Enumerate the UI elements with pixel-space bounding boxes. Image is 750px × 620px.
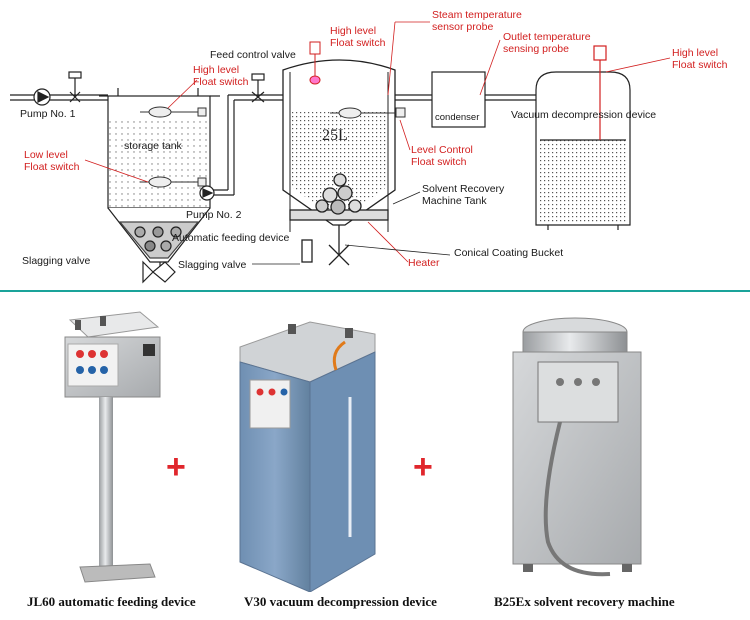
storage-float-top [140,106,207,118]
recovery-float [330,107,406,119]
caption-jl60: JL60 automatic feeding device [27,594,196,609]
label-recovery-b: Machine Tank [422,195,487,207]
label-outlet-a: Outlet temperature [503,31,591,43]
label-recovery-a: Solvent Recovery [422,183,505,195]
label-conical-coating-bucket: Conical Coating Bucket [454,247,563,259]
label-high-level-3a: High level [672,47,718,59]
label-high-level-2b: Float switch [330,37,386,49]
plus-sign-1: + [166,448,186,486]
label-pump-1: Pump No. 1 [20,108,76,120]
feed-control-valve-icon [251,73,265,103]
label-steam-b: sensor probe [432,21,493,33]
label-storage-tank: storage tank [124,140,183,152]
recovery-high-float-icon [309,41,321,85]
label-level-control-a: Level Control [411,144,473,156]
slagging-valve-1-icon [142,260,176,284]
label-slagging-valve-2: Slagging valve [178,259,246,271]
label-steam-a: Steam temperature [432,9,522,21]
label-high-level-2a: High level [330,25,376,37]
label-automatic-feeding-device: Automatic feeding device [172,232,289,244]
label-high-level-3b: Float switch [672,59,728,71]
pump-1-icon [33,71,82,106]
label-heater: Heater [408,257,440,269]
pump-2-icon [199,185,215,201]
recovery-tank [282,59,396,266]
leader-lines-black [252,191,451,265]
label-high-level-1a: High level [193,64,239,76]
label-vacuum-device: Vacuum decompression device [511,109,656,121]
storage-float-low [140,176,207,188]
label-level-control-b: Float switch [411,156,467,168]
label-condenser: condenser [435,112,479,123]
section-divider [0,290,750,292]
label-outlet-b: sensing probe [503,43,569,55]
label-pump-2: Pump No. 2 [186,209,242,221]
label-slagging-valve-1: Slagging valve [22,255,90,267]
caption-b25ex: B25Ex solvent recovery machine [494,594,675,609]
product-photos: + + [64,311,642,592]
leader-lines [84,21,671,263]
process-flow-diagram: Pump No. 1 Feed control valve High level… [10,9,728,284]
label-high-level-1b: Float switch [193,76,249,88]
label-feed-control-valve: Feed control valve [210,49,296,61]
label-volume: 25L [322,127,348,144]
label-low-level-a: Low level [24,149,68,161]
plus-sign-2: + [413,448,433,486]
vacuum-tank [535,45,631,230]
b25ex-recovery-machine-image [512,317,642,577]
condenser [431,71,486,128]
caption-v30: V30 vacuum decompression device [244,594,437,609]
v30-vacuum-device-image [239,321,376,592]
label-low-level-b: Float switch [24,161,80,173]
jl60-feeding-device-image [64,311,161,583]
